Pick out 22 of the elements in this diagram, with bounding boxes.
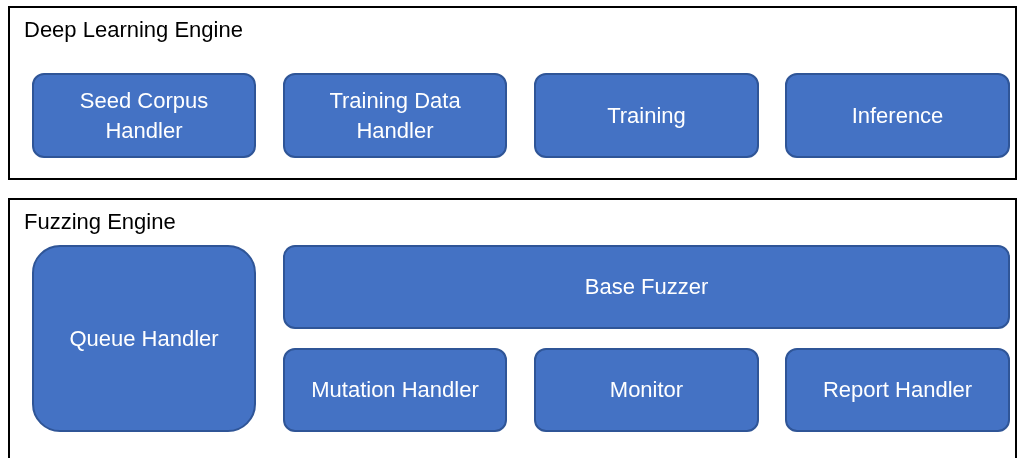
module-box [283, 348, 507, 432]
module-label: Base Fuzzer [584, 273, 709, 301]
module-label: Report Handler [822, 376, 973, 404]
module-label: Training Data Handler [328, 86, 462, 145]
engine-panel [8, 6, 1017, 180]
module-label: Mutation Handler [311, 376, 479, 404]
module-box [283, 245, 1010, 329]
module-label: Seed Corpus Handler [78, 86, 210, 145]
module-box [785, 348, 1010, 432]
module-box [32, 245, 256, 432]
module-label: Monitor [609, 376, 684, 404]
module-box [785, 73, 1010, 158]
module-box [534, 73, 759, 158]
module-box [283, 73, 507, 158]
module-box [534, 348, 759, 432]
module-label: Queue Handler [69, 324, 219, 353]
module-label: Inference [851, 101, 944, 130]
panel-title: Deep Learning Engine [24, 16, 243, 44]
module-box [32, 73, 256, 158]
module-label: Training [607, 101, 686, 130]
panel-title: Fuzzing Engine [24, 208, 176, 236]
engine-panel [8, 198, 1017, 458]
